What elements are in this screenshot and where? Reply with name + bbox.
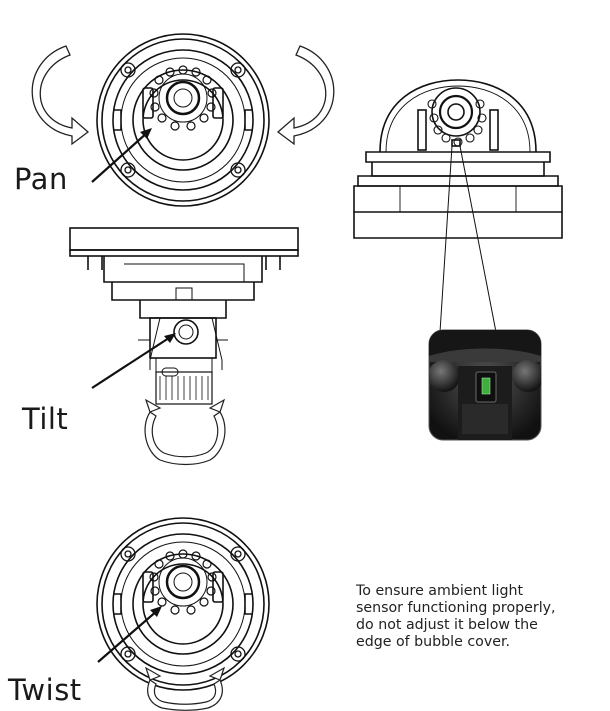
sensor-note-line: do not adjust it below the	[356, 617, 538, 633]
rotate-right-arrow-icon	[276, 45, 335, 146]
tilt-arc-arrow-icon	[144, 398, 226, 466]
sensor-note-line: sensor functioning properly,	[356, 600, 556, 616]
pointer-arrow-icon	[91, 131, 149, 183]
tilt-camera-side-view	[69, 227, 299, 405]
ambient-light-sensor-photo	[428, 329, 542, 441]
dome-camera-side-view	[353, 79, 563, 333]
sensor-note: To ensure ambient light sensor functioni…	[356, 583, 606, 651]
sensor-note-line: edge of bubble cover.	[356, 634, 510, 650]
rotate-left-arrow-icon	[31, 45, 90, 146]
pointer-arrow-icon	[91, 335, 173, 389]
pan-label: Pan	[14, 162, 68, 196]
pan-camera-top-view	[96, 33, 270, 207]
twist-label: Twist	[8, 673, 82, 707]
tilt-label: Tilt	[22, 402, 69, 436]
sensor-note-line: To ensure ambient light	[356, 583, 524, 599]
pointer-arrow-icon	[97, 609, 159, 663]
twist-camera-top-view	[96, 517, 270, 691]
twist-arc-arrow-icon	[144, 666, 226, 711]
